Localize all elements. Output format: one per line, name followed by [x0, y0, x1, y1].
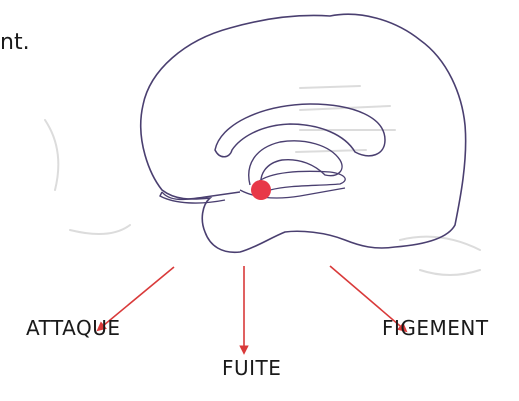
amygdala-marker [251, 180, 271, 200]
brain-outline [141, 14, 466, 252]
thalamus-outline [258, 171, 345, 190]
label-attack: ATTAQUE [26, 316, 121, 340]
label-freeze: FIGEMENT [382, 316, 489, 340]
label-flight: FUITE [222, 356, 281, 380]
brainstem-line [160, 192, 240, 203]
